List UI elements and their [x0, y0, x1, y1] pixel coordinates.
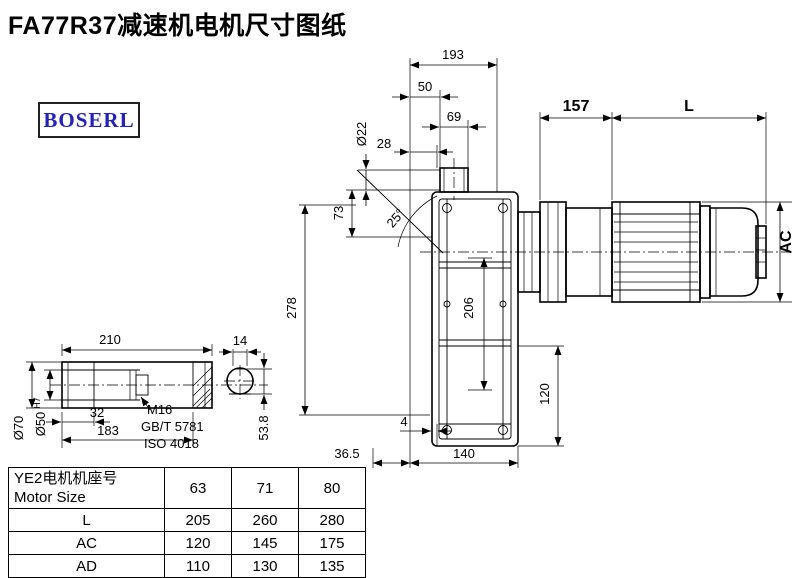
housing-dimensions: 206 120 4 36.5 140	[334, 257, 564, 468]
value-AC-63: 120	[164, 531, 232, 555]
motor-size-table: YE2电机机座号 Motor Size 63 71 80 L 205 260 2…	[8, 467, 366, 578]
dim-50-label: 50	[418, 79, 432, 94]
value-AC-71: 145	[231, 531, 299, 555]
dim-dia22-label: Ø22	[354, 122, 369, 147]
dim-36-5-label: 36.5	[334, 446, 359, 461]
page-title: FA77R37减速机电机尺寸图纸	[8, 12, 347, 40]
note-std-iso4018: ISO 4018	[144, 436, 199, 451]
value-AD-63: 110	[164, 554, 232, 578]
brand-logo-box: BOSERL	[38, 102, 140, 138]
dim-278-label: 278	[284, 297, 299, 319]
motor-size-71: 71	[231, 467, 299, 509]
value-AD-80: 135	[298, 554, 366, 578]
dim-210-label: 210	[99, 332, 121, 347]
dim-193-label: 193	[442, 47, 464, 62]
brand-logo-text: BOSERL	[43, 107, 135, 132]
gearbox-housing	[431, 158, 519, 447]
motor-dimensions: 157 L AC	[539, 98, 795, 303]
dim-69-label: 69	[447, 109, 461, 124]
dim-28-label: 28	[377, 136, 391, 151]
dim-73-label: 73	[331, 206, 346, 220]
dim-140-label: 140	[453, 446, 475, 461]
dim-206-label: 206	[461, 297, 476, 319]
motor-size-63: 63	[164, 467, 232, 509]
dim-4-label: 4	[400, 414, 407, 429]
dim-183-label: 183	[97, 423, 119, 438]
table-header-row: YE2电机机座号 Motor Size 63 71 80	[8, 467, 366, 509]
dim-dia50-tolerance-label: H7	[32, 397, 42, 409]
technical-drawing: 193 50 69 28 Ø22 73 25° 278	[11, 47, 795, 468]
dim-157-label: 157	[563, 98, 590, 115]
value-AC-80: 175	[298, 531, 366, 555]
value-L-71: 260	[231, 508, 299, 532]
value-L-63: 205	[164, 508, 232, 532]
dim-120-label: 120	[537, 383, 552, 405]
note-std-gbt5781: GB/T 5781	[141, 419, 204, 434]
dim-motor-length-label: L	[684, 98, 694, 115]
shaft-end-view: 14 53.8	[219, 333, 272, 441]
table-row-L: L 205 260 280	[8, 508, 366, 532]
table-header-cn: YE2电机机座号	[14, 470, 118, 487]
motor-assembly	[420, 201, 794, 303]
table-header-cell: YE2电机机座号 Motor Size	[8, 467, 165, 509]
value-L-80: 280	[298, 508, 366, 532]
dim-dia50-label: Ø50	[33, 412, 48, 437]
dim-angle-25-label: 25°	[383, 206, 407, 231]
motor-size-80: 80	[298, 467, 366, 509]
dim-14-label: 14	[233, 333, 247, 348]
row-label-L: L	[8, 508, 165, 532]
dim-53-8-label: 53.8	[256, 415, 271, 440]
dim-motor-ac-label: AC	[778, 230, 795, 254]
note-bolt-m16: M16	[147, 402, 172, 417]
table-row-AD: AD 110 130 135	[8, 554, 366, 578]
dim-32-label: 32	[90, 405, 104, 420]
value-AD-71: 130	[231, 554, 299, 578]
table-header-en: Motor Size	[14, 489, 86, 506]
row-label-AD: AD	[8, 554, 165, 578]
top-dimensions: 193 50 69 28 Ø22 73 25° 278	[284, 47, 498, 468]
shaft-side-view: 210 32 183 Ø70 Ø50 H7 M16 GB/T 5781 ISO …	[11, 332, 268, 451]
row-label-AC: AC	[8, 531, 165, 555]
table-row-AC: AC 120 145 175	[8, 531, 366, 555]
dim-dia70-label: Ø70	[11, 416, 26, 441]
